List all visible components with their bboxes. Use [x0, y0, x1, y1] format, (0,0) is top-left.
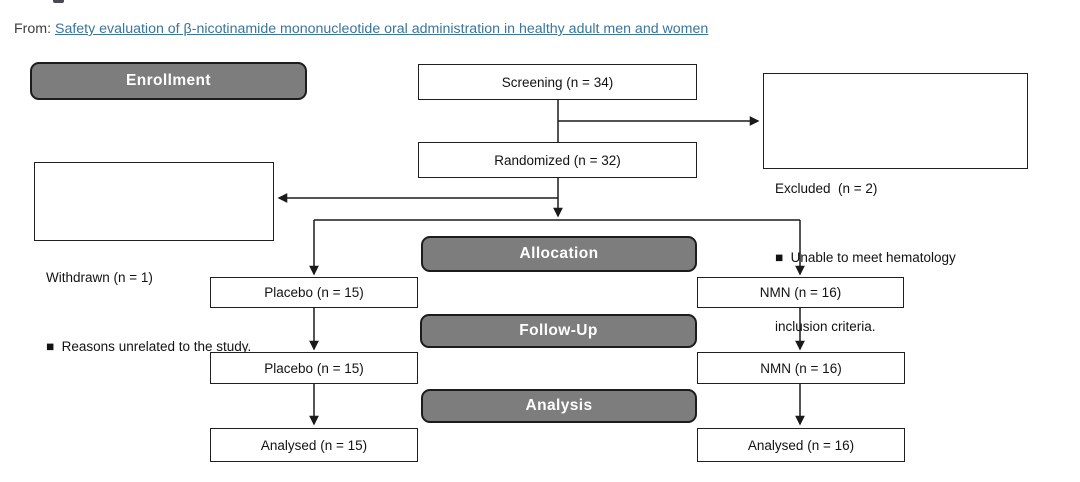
stage-allocation: Allocation [421, 236, 697, 272]
box-placebo-followup: Placebo (n = 15) [210, 352, 418, 384]
stage-enrollment: Enrollment [30, 62, 307, 100]
box-placebo-allocation: Placebo (n = 15) [210, 277, 418, 308]
excluded-reason-line2: inclusion criteria. [775, 319, 876, 334]
box-analysed-nmn: Analysed (n = 16) [697, 428, 905, 462]
box-randomized: Randomized (n = 32) [418, 142, 697, 178]
box-nmn-allocation: NMN (n = 16) [697, 277, 904, 308]
article-link[interactable]: Safety evaluation of β-nicotinamide mono… [55, 21, 709, 37]
excluded-title: Excluded (n = 2) [775, 181, 878, 196]
withdrawn-reason-line1: ■ Reasons unrelated to the study. [46, 339, 252, 354]
from-label: From: [14, 21, 52, 37]
stage-followup: Follow-Up [420, 314, 697, 348]
box-screening: Screening (n = 34) [418, 64, 697, 100]
box-excluded: Excluded (n = 2) ■ Unable to meet hemato… [763, 73, 1028, 334]
withdrawn-title: Withdrawn (n = 1) [46, 270, 153, 285]
stage-analysis: Analysis [421, 389, 697, 423]
box-analysed-placebo: Analysed (n = 15) [210, 428, 418, 462]
figure-source-line: From: Safety evaluation of β-nicotinamid… [14, 21, 708, 37]
box-withdrawn: Withdrawn (n = 1) ■ Reasons unrelated to… [34, 162, 274, 354]
excluded-reason-line1: ■ Unable to meet hematology [775, 250, 956, 265]
cropped-heading-fragment [53, 0, 64, 3]
box-nmn-followup: NMN (n = 16) [697, 352, 905, 384]
